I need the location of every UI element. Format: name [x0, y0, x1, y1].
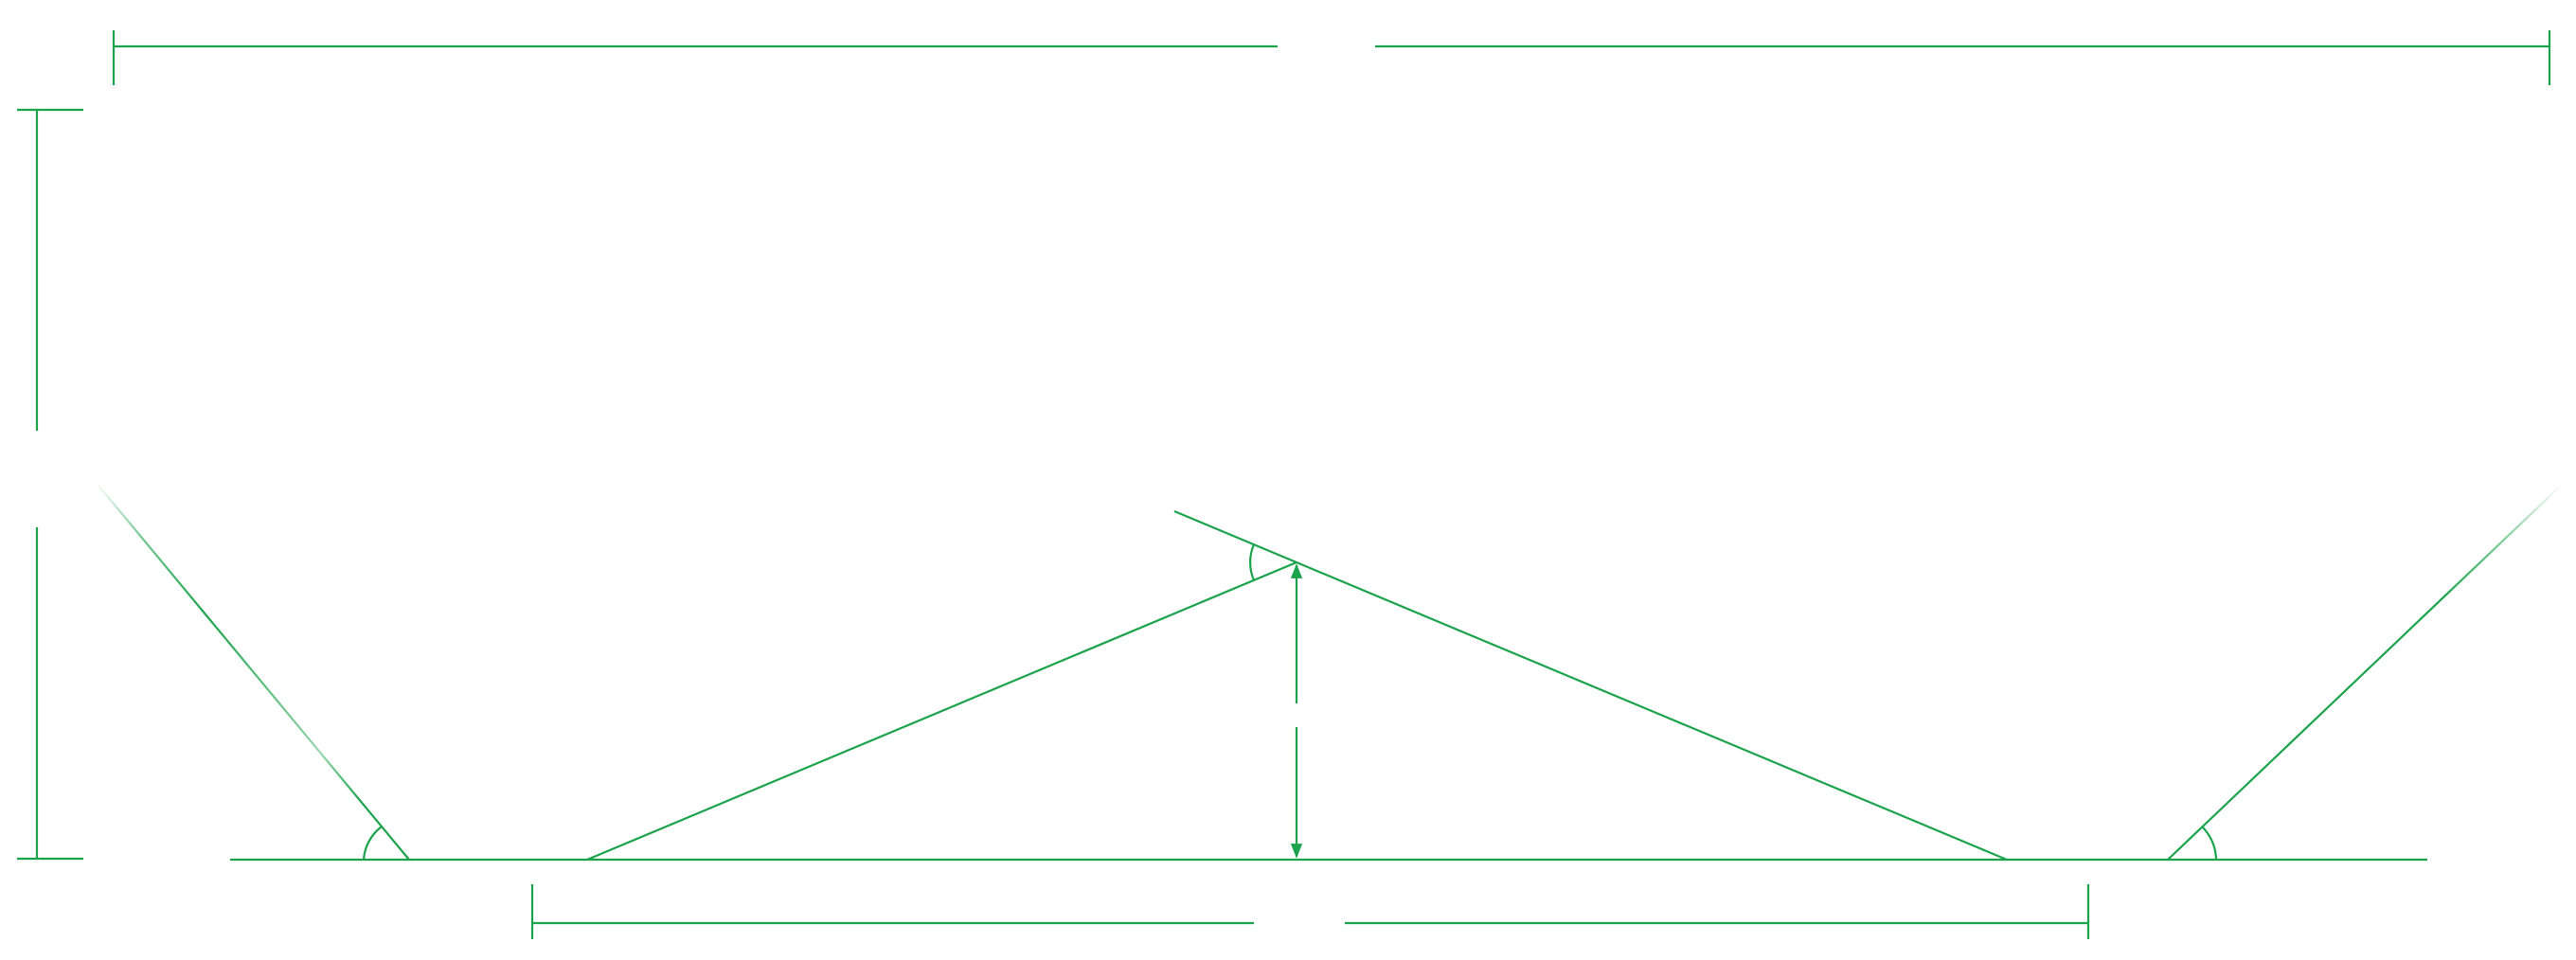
- ridge-extension-line: [1173, 509, 1297, 564]
- ridge-right-slope: [1296, 560, 2008, 862]
- right-wall-angle-arc: [2201, 826, 2218, 861]
- left-hopper-wall: [94, 480, 410, 861]
- overall-width-dimension: [112, 30, 2551, 85]
- ridge-base-dimension: [530, 884, 2090, 939]
- right-hopper-wall: [2167, 483, 2564, 861]
- central-ridge: [586, 560, 2008, 862]
- ridge-angle-arc: [1249, 543, 1256, 581]
- ridge-left-slope: [586, 560, 1297, 862]
- overall-height-dimension: [17, 108, 83, 861]
- left-wall-angle-arc: [362, 826, 383, 861]
